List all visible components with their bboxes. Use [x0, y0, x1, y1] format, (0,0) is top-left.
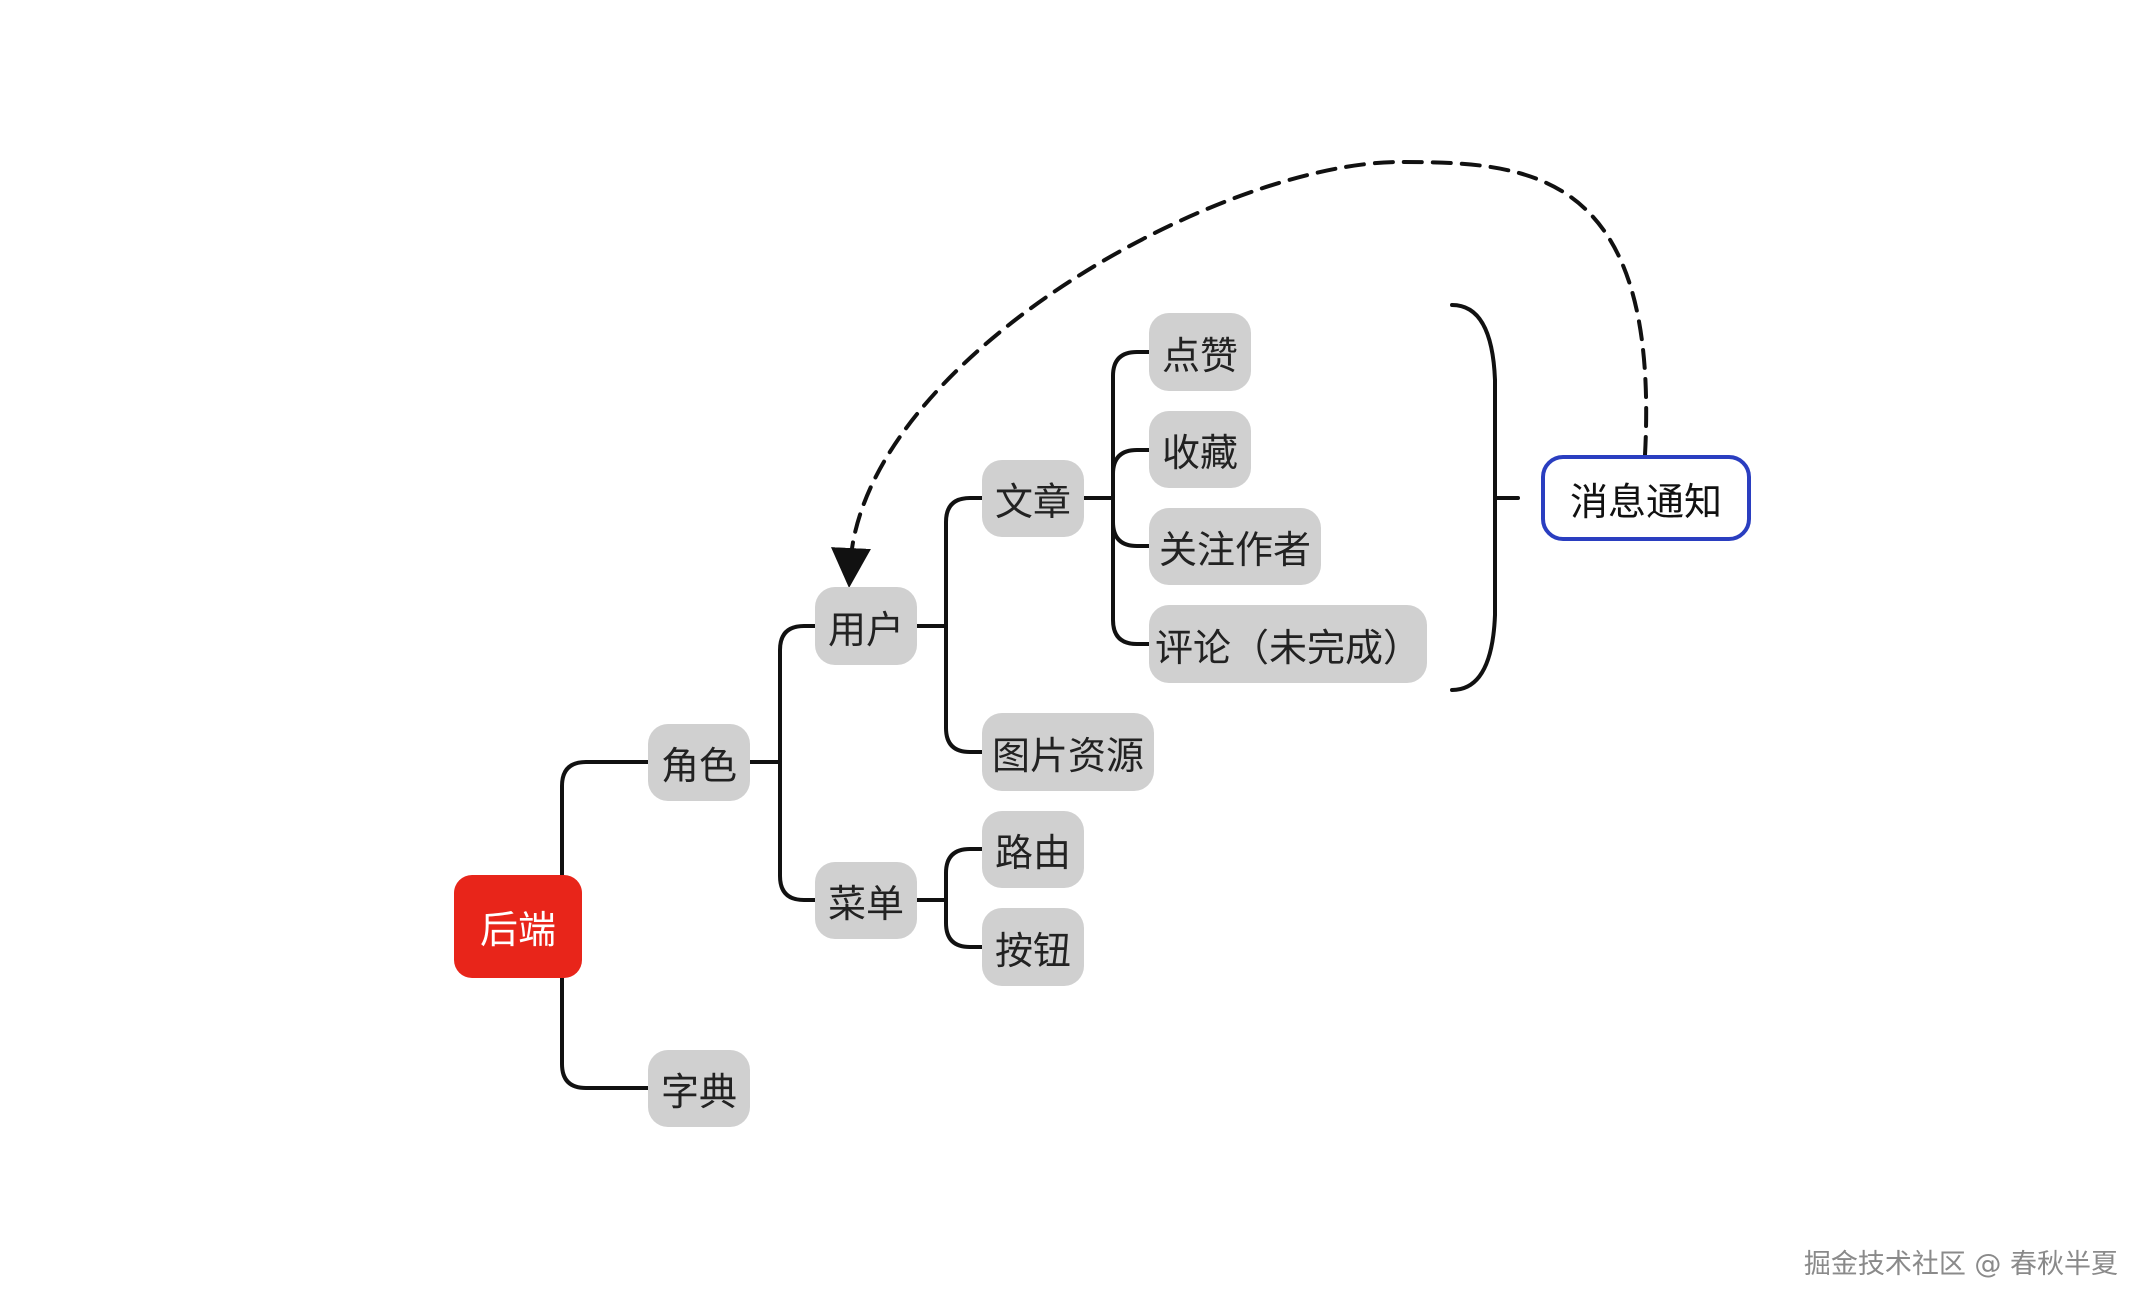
node-image-resource-label: 图片资源 — [991, 733, 1144, 778]
watermark: 掘金技术社区 @ 春秋半夏 — [1803, 1249, 2118, 1280]
summary-bracket — [1450, 303, 1497, 692]
node-favorite-label: 收藏 — [1161, 431, 1238, 475]
node-comment-label: 评论（未完成） — [1154, 625, 1421, 670]
node-follow-author-label: 关注作者 — [1158, 528, 1311, 572]
node-dictionary-label: 字典 — [660, 1070, 737, 1114]
node-image-resource[interactable]: 图片资源 — [982, 713, 1154, 791]
node-like[interactable]: 点赞 — [1149, 313, 1251, 391]
node-root[interactable]: 后端 — [454, 875, 582, 978]
connector-menu-button — [944, 898, 984, 949]
node-route[interactable]: 路由 — [982, 811, 1084, 888]
node-notification-label: 消息通知 — [1569, 479, 1722, 524]
node-like-label: 点赞 — [1161, 333, 1238, 378]
node-favorite[interactable]: 收藏 — [1149, 411, 1251, 488]
node-menu[interactable]: 菜单 — [815, 862, 917, 939]
node-role-label: 角色 — [660, 744, 737, 788]
node-dictionary[interactable]: 字典 — [648, 1050, 750, 1127]
connector-root-dictionary — [560, 976, 650, 1090]
connector-root-role — [560, 760, 650, 877]
node-role[interactable]: 角色 — [648, 724, 750, 801]
connector-user-article — [944, 496, 984, 628]
node-route-label: 路由 — [994, 831, 1071, 875]
connector-role-user — [778, 624, 817, 764]
connector-menu-route — [944, 847, 984, 902]
node-button-label: 按钮 — [994, 928, 1071, 973]
node-article[interactable]: 文章 — [982, 460, 1084, 537]
node-follow-author[interactable]: 关注作者 — [1149, 508, 1321, 585]
node-root-label: 后端 — [479, 908, 556, 952]
node-article-label: 文章 — [994, 480, 1071, 524]
node-button[interactable]: 按钮 — [982, 908, 1084, 986]
node-user-label: 用户 — [827, 607, 904, 652]
node-user[interactable]: 用户 — [815, 587, 917, 665]
connector-user-image-resource — [944, 624, 984, 754]
connector-article-comment — [1111, 496, 1151, 646]
connector-article-follow-author — [1111, 496, 1151, 548]
relationship-notification-user — [831, 159, 1649, 588]
node-notification[interactable]: 消息通知 — [1541, 455, 1751, 541]
node-comment[interactable]: 评论（未完成） — [1149, 605, 1427, 683]
node-menu-label: 菜单 — [827, 882, 904, 926]
connector-article-like — [1111, 350, 1151, 500]
connector-role-menu — [778, 760, 817, 902]
connector-article-favorite — [1111, 448, 1151, 500]
